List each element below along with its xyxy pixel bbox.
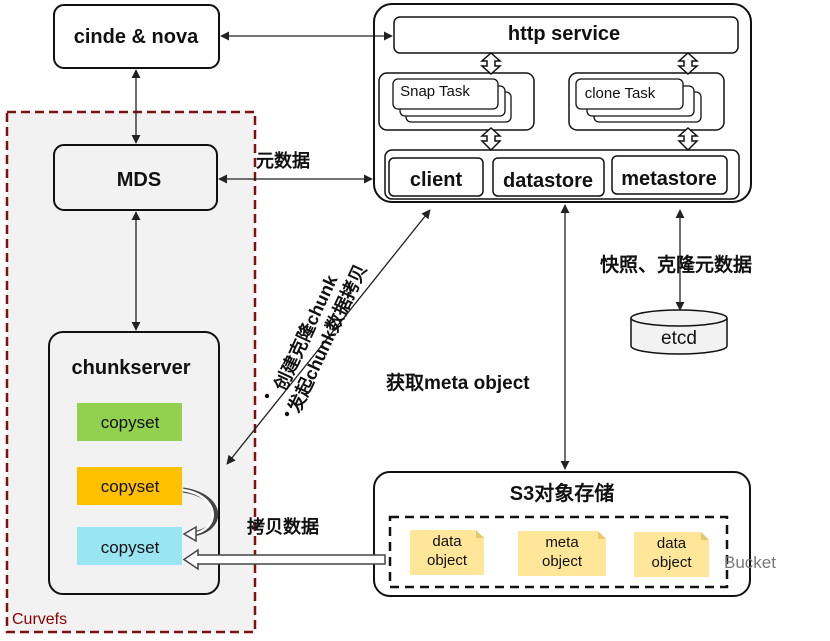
- datastore-box[interactable]: [492, 157, 605, 197]
- copyset-copy-arrow-inner: [182, 488, 214, 536]
- client-box[interactable]: [388, 157, 484, 197]
- bullet-dot-1: [264, 393, 270, 399]
- bullet-dot-2: [284, 411, 290, 417]
- copyset-cyan-label: copyset: [101, 538, 160, 557]
- snap-task-up-double-arrow: [480, 51, 502, 152]
- mds-box[interactable]: [53, 144, 218, 211]
- metastore-label: metastore: [621, 168, 717, 190]
- etcd-cylinder[interactable]: [630, 309, 728, 355]
- get-meta-object-label: 获取meta object: [386, 371, 530, 394]
- arrow-chunkserver-client: [226, 209, 431, 465]
- clone-task-label: clone Task: [585, 85, 656, 102]
- meta-object-label: meta object: [541, 534, 583, 570]
- copy-data-label: 拷贝数据: [247, 516, 319, 537]
- curvefs-label: Curvefs: [12, 611, 67, 628]
- copyset-copy-arrowhead: [182, 525, 197, 543]
- data-object-1-label: data object: [426, 533, 468, 569]
- copyset-green[interactable]: [77, 403, 182, 441]
- s3-storage-label: S3对象存储: [510, 481, 614, 505]
- data-object-2-label: data object: [651, 535, 692, 571]
- clone-task-up-double-arrow: [677, 51, 699, 152]
- client-label: client: [410, 169, 463, 191]
- copyset-cyan[interactable]: [77, 527, 182, 565]
- bucket-box: [388, 515, 729, 589]
- http-service-box[interactable]: [393, 16, 739, 54]
- http-service-label: http service: [508, 23, 620, 45]
- copyset-orange[interactable]: [77, 467, 182, 505]
- bucket-label: Bucket: [724, 553, 776, 572]
- snap-task-label: Snap Task: [400, 83, 470, 100]
- chunkserver-label: chunkserver: [72, 357, 191, 379]
- mds-label: MDS: [117, 169, 161, 191]
- snap-task-box[interactable]: [392, 78, 499, 110]
- data-object-1[interactable]: [410, 530, 484, 575]
- datastore-label: datastore: [503, 170, 593, 192]
- etcd-label: etcd: [661, 328, 697, 349]
- cinde-nova-box[interactable]: [53, 4, 220, 69]
- metastore-box[interactable]: [611, 155, 728, 195]
- copyset-orange-label: copyset: [101, 477, 160, 496]
- diagonal-labels: 创建克隆chunk 发起chunk数据拷贝: [269, 261, 371, 417]
- clone-task-box[interactable]: [575, 78, 684, 110]
- cinde-nova-label: cinde & nova: [74, 26, 199, 48]
- metadata-label: 元数据: [256, 150, 310, 171]
- data-object-2[interactable]: [634, 532, 709, 577]
- snapshot-clone-metadata-label: 快照、克隆元数据: [600, 253, 752, 276]
- copy-data-arrow: [182, 548, 386, 571]
- copyset-green-label: copyset: [101, 413, 160, 432]
- meta-object[interactable]: [518, 531, 606, 576]
